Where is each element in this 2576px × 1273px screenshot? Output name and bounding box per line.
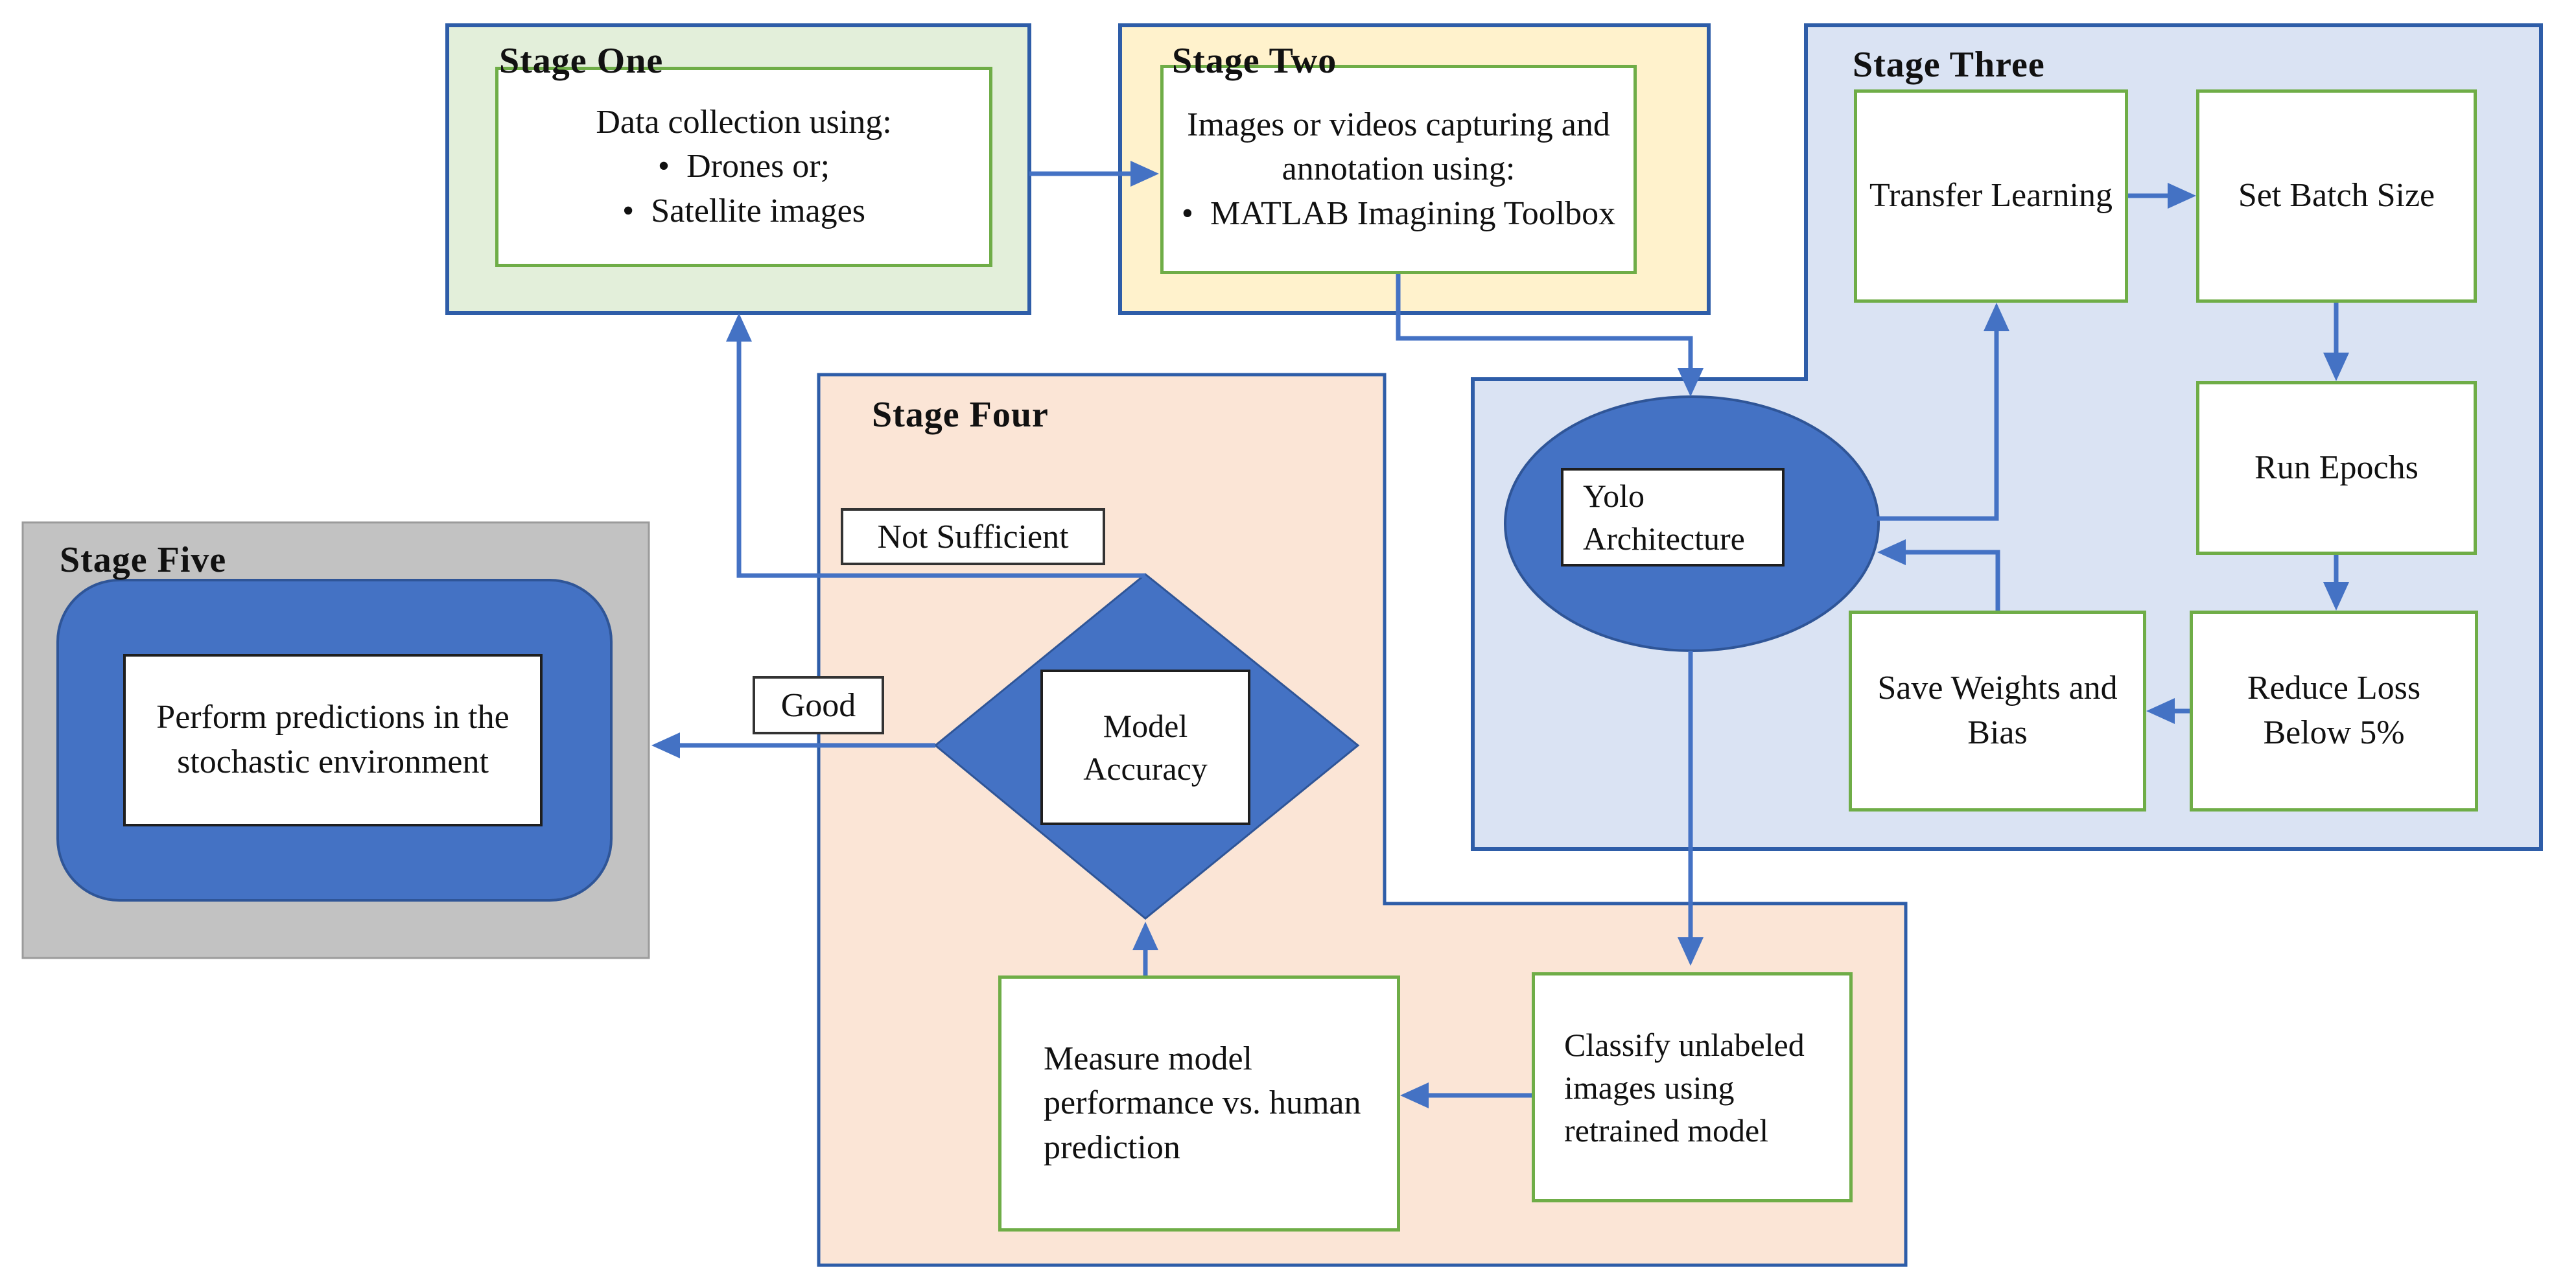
stage-four-title: Stage Four xyxy=(872,395,1049,435)
arrowhead-up-icon xyxy=(1132,922,1158,950)
stage-three-title: Stage Three xyxy=(1853,45,2045,85)
capture-annotation-bullet: MATLAB Imagining Toolbox xyxy=(1182,192,1615,237)
reduce-loss-node: Reduce Loss Below 5% xyxy=(2190,611,2478,812)
arrowhead-down-icon xyxy=(1678,937,1704,966)
arrowhead-left-icon xyxy=(1400,1082,1429,1108)
arrowhead-down-icon xyxy=(2323,582,2349,611)
measure-performance-node: Measure model performance vs. human pred… xyxy=(998,975,1400,1232)
capture-annotation-heading: Images or videos capturing and annotatio… xyxy=(1187,106,1610,188)
save-weights-node: Save Weights and Bias xyxy=(1849,611,2146,812)
set-batch-size-node: Set Batch Size xyxy=(2196,89,2477,303)
edge-stage2-to-yolo xyxy=(1396,274,1693,368)
arrowhead-up-icon xyxy=(1984,303,2009,331)
arrowhead-layer xyxy=(651,161,2349,1108)
model-accuracy-node: Model Accuracy xyxy=(1040,670,1250,825)
perform-predictions-node: Perform predictions in the stochastic en… xyxy=(123,654,543,826)
edge-yolo-to-transfer-learning xyxy=(1877,331,1999,521)
data-collection-node: Data collection using: Drones or; Satell… xyxy=(495,67,992,267)
capture-annotation-node: Images or videos capturing and annotatio… xyxy=(1160,65,1637,274)
not-sufficient-label: Not Sufficient xyxy=(841,508,1105,565)
arrowhead-right-icon xyxy=(1130,161,1159,187)
arrowhead-up-icon xyxy=(726,313,752,342)
arrowhead-right-icon xyxy=(2168,183,2196,209)
transfer-learning-node: Transfer Learning xyxy=(1854,89,2128,303)
edge-not-sufficient-to-stage1 xyxy=(736,342,1145,578)
connector-layer xyxy=(680,171,2339,1098)
data-collection-bullet: Drones or; xyxy=(658,145,830,189)
arrowhead-down-icon xyxy=(2323,353,2349,381)
edge-save-weights-to-yolo xyxy=(1906,550,2000,611)
stage-five-title: Stage Five xyxy=(60,540,227,580)
data-collection-heading: Data collection using: xyxy=(596,103,892,141)
classify-images-node: Classify unlabeled images using retraine… xyxy=(1532,972,1853,1202)
stage-one-title: Stage One xyxy=(499,41,664,81)
run-epochs-node: Run Epochs xyxy=(2196,381,2477,555)
stage-two-title: Stage Two xyxy=(1172,41,1337,81)
arrowhead-left-icon xyxy=(2146,698,2175,724)
arrowhead-left-icon xyxy=(1877,539,1906,565)
yolo-architecture-node: Yolo Architecture xyxy=(1561,468,1785,566)
arrowhead-down-icon xyxy=(1678,368,1704,397)
data-collection-bullet: Satellite images xyxy=(622,189,865,234)
good-label: Good xyxy=(753,676,884,734)
arrowhead-left-icon xyxy=(651,732,680,758)
